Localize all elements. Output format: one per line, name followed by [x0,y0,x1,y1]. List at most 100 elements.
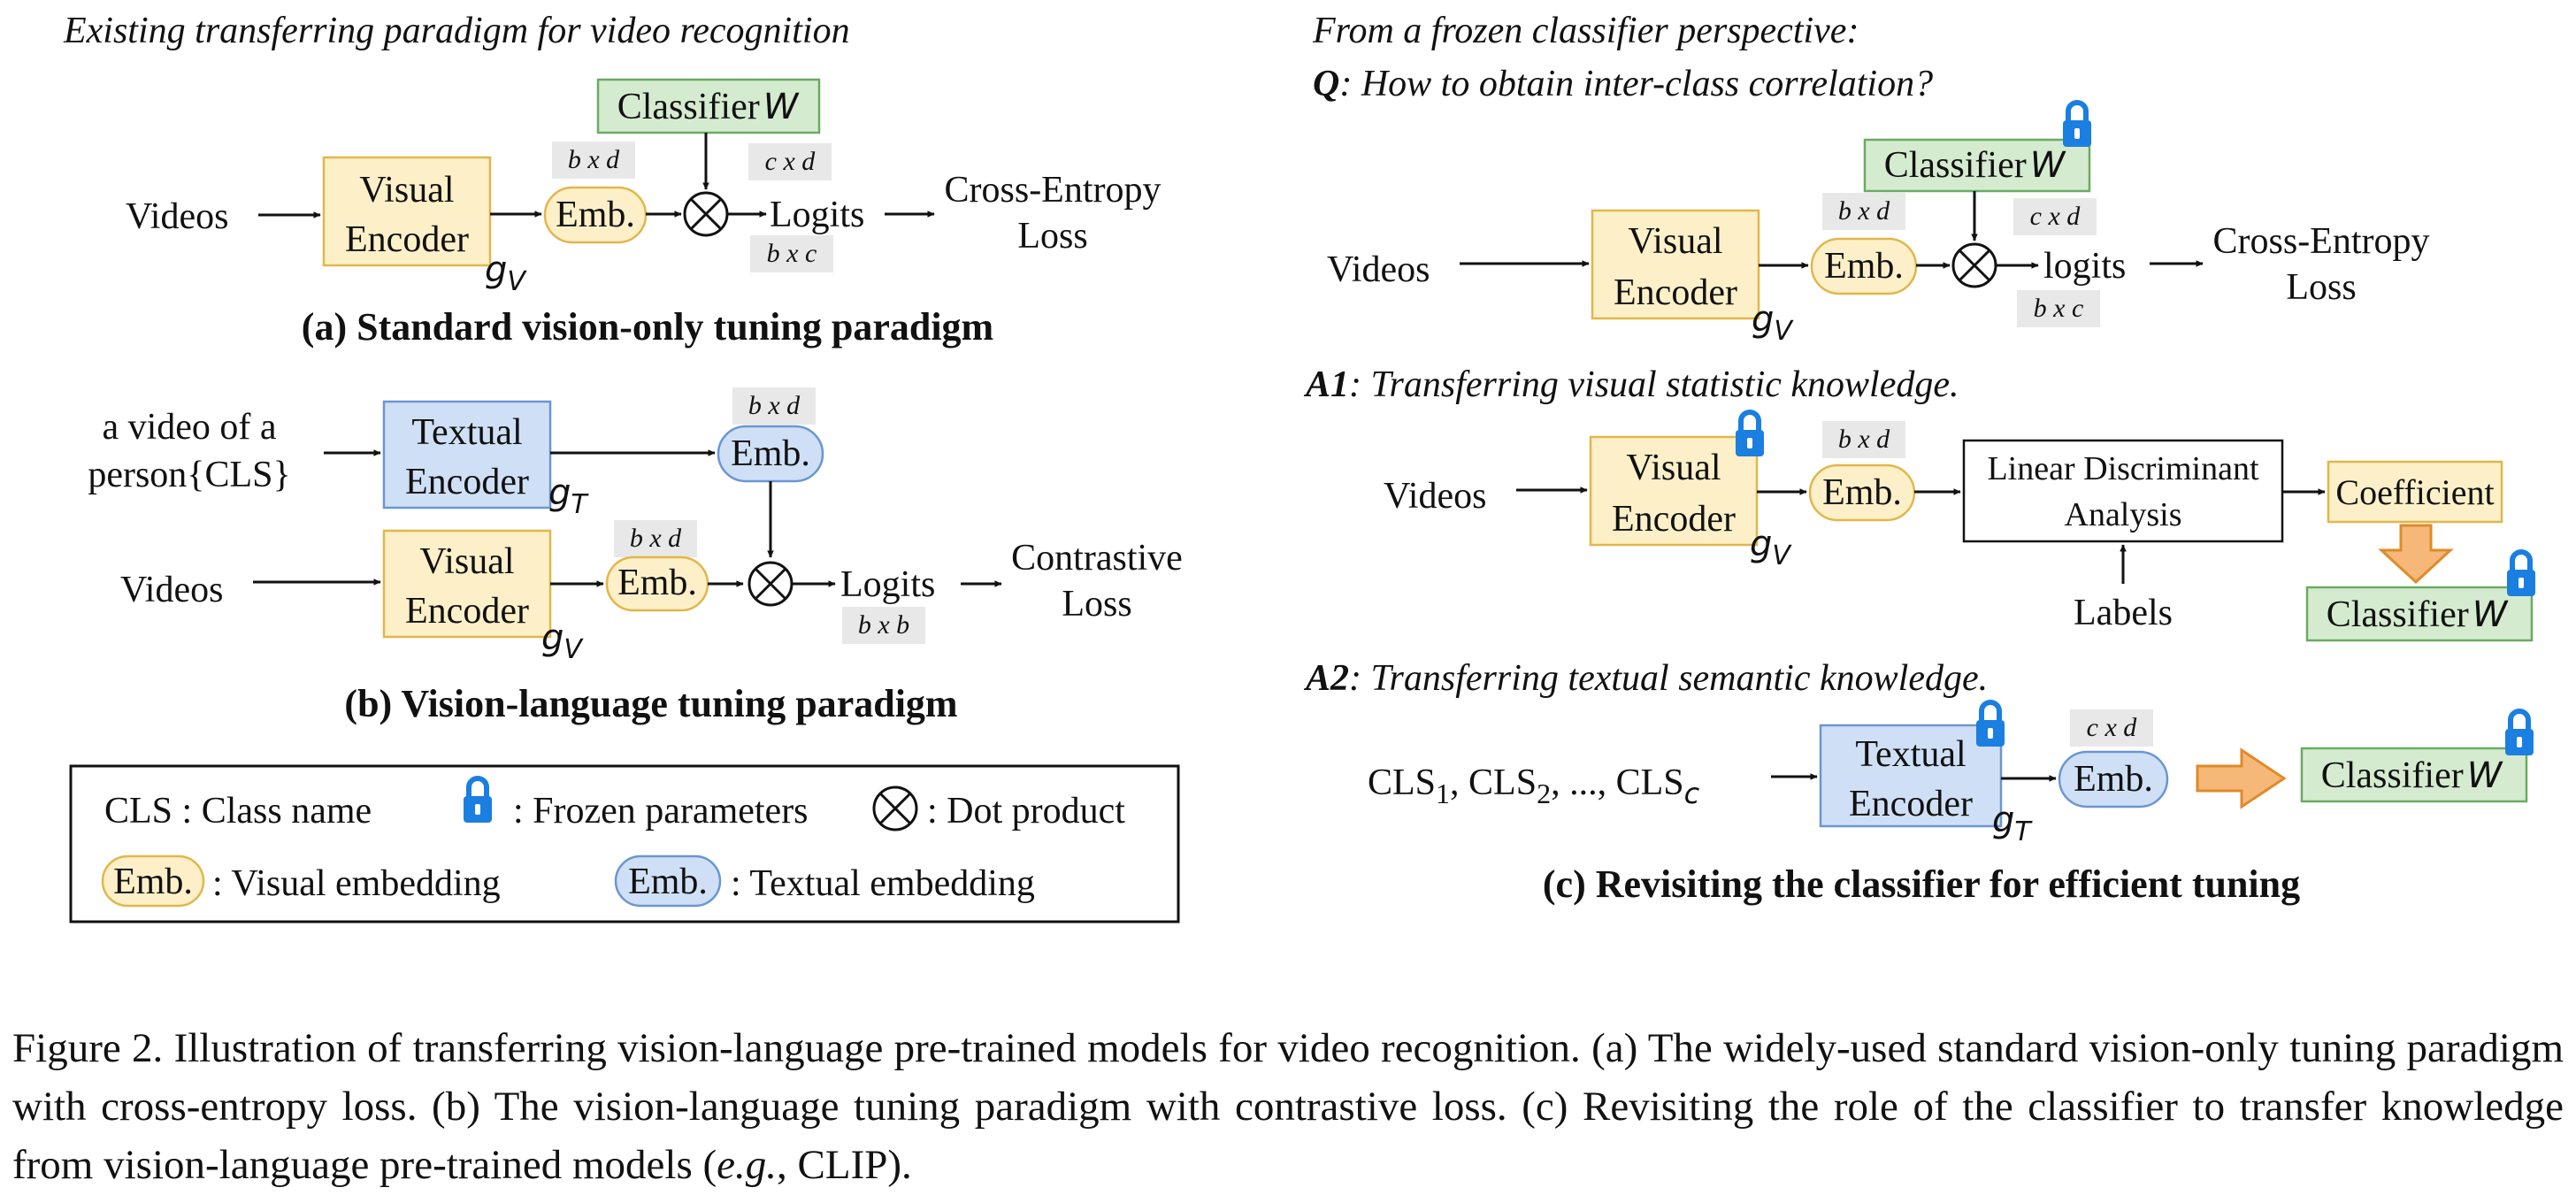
orange-arrow-icon [2196,747,2287,809]
loss-label: Loss [2286,267,2356,308]
gt-label: gT [548,472,589,520]
gt-label: gT [1992,800,2033,847]
gv-label: gV [1752,299,1794,347]
classifier-label: Classifier W [2327,594,2509,635]
gv-label: gV [1750,524,1792,571]
dim-label: b x d [630,524,682,553]
panel-a: Existing transferring paradigm for video… [63,11,1162,349]
legend: CLS : Class name : Frozen parameters : D… [69,764,1180,923]
visual-encoder-label: Encoder [1612,499,1736,540]
caption-text-end: , CLIP). [777,1142,912,1188]
labels-label: Labels [2074,593,2173,633]
gv-label: gV [485,249,527,297]
panel-c-heading: From a frozen classifier perspective: [1312,11,1859,51]
legend-frozen: : Frozen parameters [513,791,809,831]
dim-badge [750,235,833,272]
dot-product-icon [683,191,729,237]
loss-label: Cross-Entropy [2213,221,2430,262]
lock-icon [2063,103,2091,147]
emb-label: Emb. [2074,759,2153,800]
visual-encoder-label: Visual [1626,448,1721,488]
textual-embedding-pill [2058,750,2169,808]
dot-product-icon [1951,242,1997,288]
panel-c-caption: (c) Revisiting the classifier for effici… [1543,862,2300,906]
gv-label: gV [541,617,584,665]
dim-label: c x d [2030,202,2082,231]
dim-badge [614,520,697,557]
dim-badge [2070,709,2153,747]
logits-label: Logits [770,195,864,235]
dim-label: b x c [767,239,817,268]
dim-label: c x d [765,147,816,176]
dim-label: b x c [2034,294,2084,323]
visual-encoder-label: Visual [1628,221,1722,262]
lock-icon [2505,711,2534,755]
visual-embedding-pill [101,854,205,908]
a2-heading: A2: Transferring textual semantic knowle… [1303,658,1988,699]
visual-encoder-box [1589,435,1759,547]
visual-encoder-label: Encoder [405,591,529,632]
textual-encoder-label: Textual [411,412,522,453]
lock-icon [1976,702,2005,747]
legend-textual-emb: : Textual embedding [731,863,1035,904]
orange-arrow-icon [2378,524,2454,585]
classifier-box [596,78,821,134]
emb-label: Emb. [628,862,708,902]
dot-product-icon [748,561,794,607]
legend-cls: CLS : Class name [104,791,372,831]
dim-label: b x d [1838,425,1890,454]
figure-caption: Figure 2. Illustration of transferring v… [12,1019,2564,1194]
coefficient-box [2327,460,2503,524]
dim-badge [2017,290,2100,327]
legend-visual-emb: : Visual embedding [212,863,501,904]
figure-diagram: Existing transferring paradigm for video… [63,11,2576,923]
lda-box [1962,439,2284,543]
dot-product-icon [872,785,918,831]
lock-icon [2507,552,2535,596]
panel-a-heading: Existing transferring paradigm for video… [63,11,850,51]
emb-label: Emb. [556,195,635,235]
emb-label: Emb. [731,433,810,474]
a1-heading: A1: Transferring visual statistic knowle… [1303,364,1959,405]
visual-encoder-box [1591,209,1760,320]
classifier-label: Classifier W [1884,145,2066,186]
textual-encoder-label: Encoder [1849,784,1973,824]
panel-c: From a frozen classifier perspective: Q:… [1303,11,2535,906]
classifier-label: Classifier W [2321,755,2503,796]
loss-label: Cross-Entropy [945,170,1162,211]
lock-icon [1736,412,1764,456]
loss-label: Loss [1017,216,1087,257]
dim-badge [748,143,832,180]
dim-badge [1822,193,1905,230]
textual-encoder-box [382,400,552,510]
dim-badge [842,607,925,644]
emb-label: Emb. [1822,472,1902,513]
dim-badge [732,387,816,425]
emb-label: Emb. [617,563,697,603]
caption-eg: e.g. [717,1142,778,1188]
coefficient-label: Coefficient [2335,472,2494,512]
lda-label: Analysis [2065,496,2182,533]
caption-text: Figure 2. Illustration of transferring v… [12,1025,2564,1188]
videos-label: Videos [1384,476,1486,517]
dim-badge [1822,421,1905,458]
panel-a-caption: (a) Standard vision-only tuning paradigm [302,305,993,349]
emb-label: Emb. [113,862,193,902]
dim-label: b x d [1838,196,1890,226]
visual-encoder-box [382,529,552,639]
dim-label: b x d [748,391,801,420]
prompt-label: person{CLS} [88,455,290,495]
dim-badge [2013,198,2097,235]
visual-encoder-label: Visual [359,170,454,211]
legend-dot: : Dot product [927,791,1125,831]
panel-b: a video of a person{CLS} Textual Encoder… [88,387,1183,725]
logits-label: Logits [840,564,935,605]
emb-label: Emb. [1824,246,1904,287]
classifier-box [2300,747,2528,803]
lda-label: Linear Discriminant [1987,450,2259,487]
textual-embedding-pill [614,854,722,908]
prompt-label: a video of a [102,407,276,448]
textual-encoder-box [1819,724,2003,828]
dim-label: b x d [568,145,620,174]
classifier-label: Classifier W [617,87,800,127]
